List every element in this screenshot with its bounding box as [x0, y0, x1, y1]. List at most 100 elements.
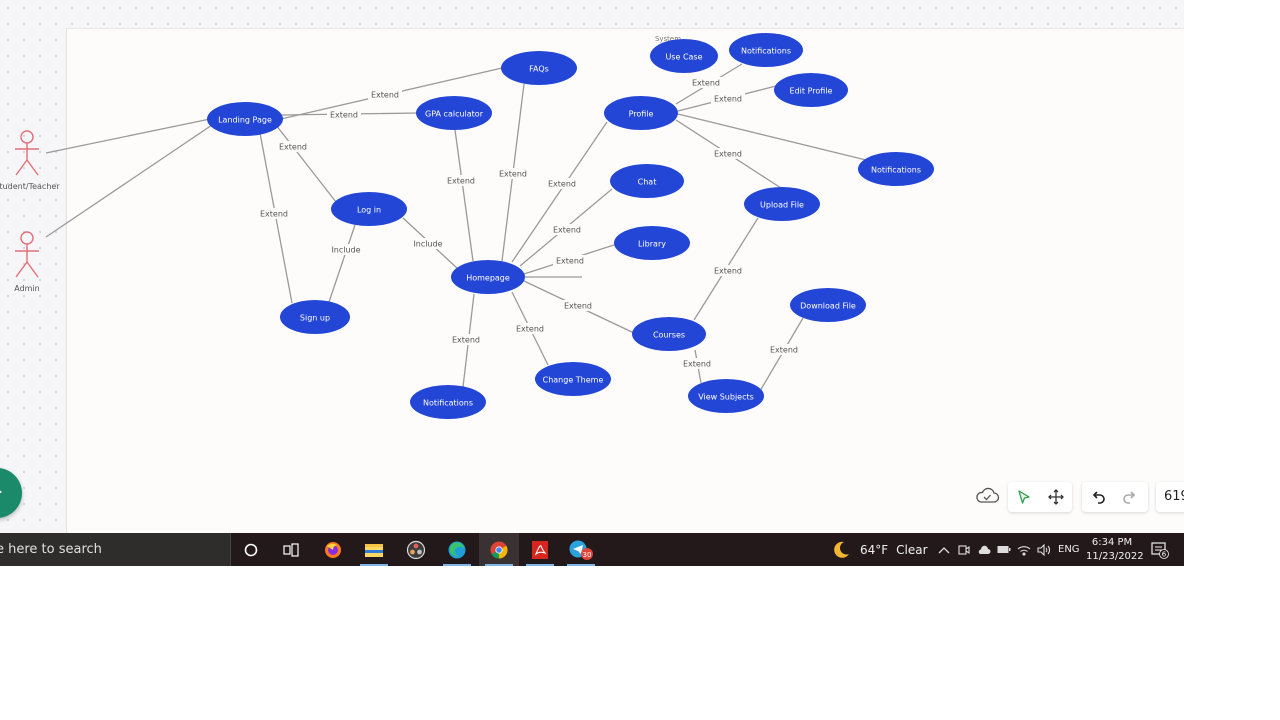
cloud-sync-icon[interactable] [974, 486, 1000, 506]
label-extend: Extend [714, 267, 742, 276]
use-case-download-file[interactable]: Download File [790, 288, 866, 322]
use-case-library[interactable]: Library [614, 226, 690, 260]
edge-login-signup[interactable] [328, 224, 356, 303]
use-case-upload-file[interactable]: Upload File [744, 187, 820, 221]
system-tray: ENG [934, 533, 1086, 566]
weather-temp: 64°F [860, 542, 889, 557]
firefox-icon[interactable] [313, 533, 353, 566]
use-case-label: Download File [800, 302, 856, 311]
meet-now-icon[interactable] [954, 533, 974, 566]
move-icon[interactable] [1040, 482, 1072, 512]
use-case-view-subjects[interactable]: View Subjects [688, 379, 764, 413]
onedrive-cloud-icon[interactable] [974, 533, 994, 566]
use-case-notifications-bottom[interactable]: Notifications [410, 385, 486, 419]
use-case-landing-page[interactable]: Landing Page [207, 102, 283, 136]
clock-time: 6:34 PM [1091, 537, 1133, 548]
actor-student-teacher[interactable] [15, 130, 39, 176]
cortana-icon[interactable] [231, 533, 271, 566]
use-case-notifications-right[interactable]: Notifications [858, 152, 934, 186]
task-view-icon[interactable] [271, 533, 311, 566]
label-extend: Extend [260, 210, 288, 219]
use-case-courses[interactable]: Courses [632, 317, 706, 351]
label-include: Include [413, 240, 442, 249]
edge-admin-landing[interactable] [45, 124, 213, 238]
use-case-diagram[interactable]: System [0, 0, 1184, 533]
edge-labels: Extend Extend Extend Extend Include Incl… [257, 77, 801, 369]
label-extend: Extend [692, 79, 720, 88]
taskbar-clock[interactable]: 6:34 PM 11/23/2022 [1086, 536, 1144, 564]
use-case-label: View Subjects [698, 393, 754, 402]
use-case-notifications-top[interactable]: Notifications [729, 33, 803, 67]
edge-student-landing[interactable] [45, 118, 211, 154]
use-case-use-case[interactable]: Use Case [650, 39, 718, 73]
history-toolbar [1082, 482, 1148, 512]
use-case-label: Log in [357, 206, 381, 215]
edge-gpa-homepage[interactable] [454, 129, 474, 262]
notification-center-icon[interactable]: 6 [1146, 533, 1174, 566]
use-case-label: Notifications [423, 399, 473, 408]
label-extend: Extend [683, 360, 711, 369]
zoom-level[interactable]: 619 [1156, 482, 1184, 512]
label-extend: Extend [556, 257, 584, 266]
label-extend: Extend [516, 325, 544, 334]
use-case-gpa-calculator[interactable]: GPA calculator [416, 96, 492, 130]
use-case-label: Courses [653, 331, 685, 340]
use-case-faqs[interactable]: FAQs [501, 51, 577, 85]
actor-admin[interactable] [15, 231, 39, 278]
label-extend: Extend [553, 226, 581, 235]
use-case-edit-profile[interactable]: Edit Profile [774, 73, 848, 107]
wifi-icon[interactable] [1014, 533, 1034, 566]
use-case-label: Use Case [665, 53, 702, 62]
edge-landing-login[interactable] [275, 124, 337, 203]
use-case-label: Sign up [300, 314, 330, 323]
actor-label-student-teacher: Student/Teacher [0, 182, 60, 191]
obs-icon[interactable] [396, 533, 436, 566]
screen: System [0, 0, 1184, 566]
label-extend: Extend [714, 95, 742, 104]
volume-icon[interactable] [1034, 533, 1054, 566]
label-include: Include [331, 246, 360, 255]
use-case-label: Profile [629, 110, 654, 119]
edge-profile-homepage[interactable] [511, 121, 608, 263]
use-case-label: Change Theme [543, 376, 604, 385]
edge-profile-notifications-right[interactable] [677, 113, 867, 161]
chevron-up-icon[interactable] [934, 533, 954, 566]
label-extend: Extend [499, 170, 527, 179]
moon-icon [834, 541, 849, 558]
telegram-unread-badge: 30 [583, 551, 592, 559]
use-case-chat[interactable]: Chat [610, 164, 684, 198]
use-case-profile[interactable]: Profile [604, 96, 678, 130]
use-case-log-in[interactable]: Log in [331, 192, 407, 226]
chrome-icon[interactable] [479, 533, 519, 566]
label-extend: Extend [770, 346, 798, 355]
use-case-homepage[interactable]: Homepage [451, 260, 525, 294]
canvas-mode-toolbar [1008, 482, 1072, 512]
file-explorer-icon[interactable] [354, 533, 394, 566]
use-case-label: Notifications [741, 47, 791, 56]
use-case-change-theme[interactable]: Change Theme [535, 362, 611, 396]
use-case-label: Landing Page [218, 116, 272, 125]
use-case-sign-up[interactable]: Sign up [280, 300, 350, 334]
battery-icon[interactable] [994, 533, 1014, 566]
label-extend: Extend [447, 177, 475, 186]
telegram-icon[interactable]: 30 [561, 533, 601, 566]
add-button[interactable]: + [0, 468, 22, 518]
select-cursor-icon[interactable] [1008, 482, 1040, 512]
actor-label-admin: Admin [14, 284, 40, 293]
weather-widget[interactable]: 64°F Clear [830, 533, 928, 566]
language-indicator[interactable]: ENG [1058, 544, 1080, 555]
edge-icon[interactable] [437, 533, 477, 566]
notification-count-badge: 6 [1162, 550, 1167, 558]
search-placeholder: e here to search [0, 542, 102, 557]
use-case-label: Edit Profile [790, 87, 833, 96]
undo-icon[interactable] [1082, 482, 1114, 512]
redo-icon[interactable] [1114, 482, 1146, 512]
use-case-label: Upload File [760, 201, 804, 210]
label-extend: Extend [279, 143, 307, 152]
system-boundary-label: System [655, 35, 681, 43]
acrobat-icon[interactable] [520, 533, 560, 566]
label-extend: Extend [714, 150, 742, 159]
taskbar-search-input[interactable]: e here to search [0, 533, 231, 566]
label-extend: Extend [330, 111, 358, 120]
windows-taskbar: e here to search [0, 533, 1184, 566]
